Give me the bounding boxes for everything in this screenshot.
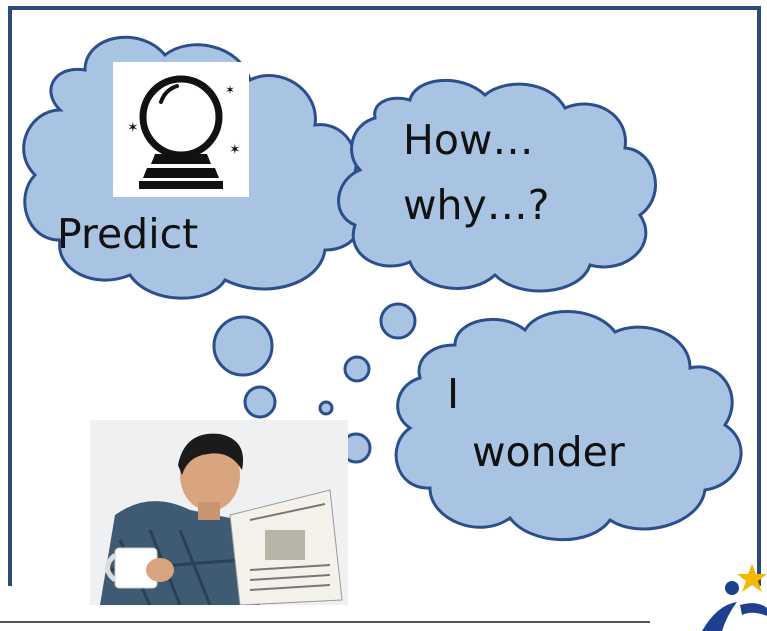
thought-bubbles [212,302,417,470]
wonder-label: wonder [472,428,625,476]
why-label: why…? [403,181,550,229]
man-reading-newspaper-photo [90,420,348,605]
thought-bubble [318,400,334,416]
predict-label: Predict [57,210,199,258]
i-label: I [447,370,460,418]
logo [692,560,767,631]
svg-text:✶: ✶ [127,120,139,136]
wonder-cloud [394,310,743,542]
logo-icon [702,564,767,631]
slide-frame [8,6,761,586]
man-reading-photo-illustration [90,420,348,605]
thought-bubble [379,302,417,340]
thought-bubble [343,355,371,383]
crystal-ball-icon: ✶ ✶ ✶ [127,75,241,189]
svg-text:✶: ✶ [225,83,235,97]
thought-bubble [243,385,277,419]
crystal-ball-panel: ✶ ✶ ✶ [113,62,249,197]
bottom-divider [0,621,650,623]
svg-text:✶: ✶ [229,142,241,158]
how-label: How… [403,116,534,164]
thought-bubble [212,315,274,377]
how-why-cloud [337,78,657,293]
